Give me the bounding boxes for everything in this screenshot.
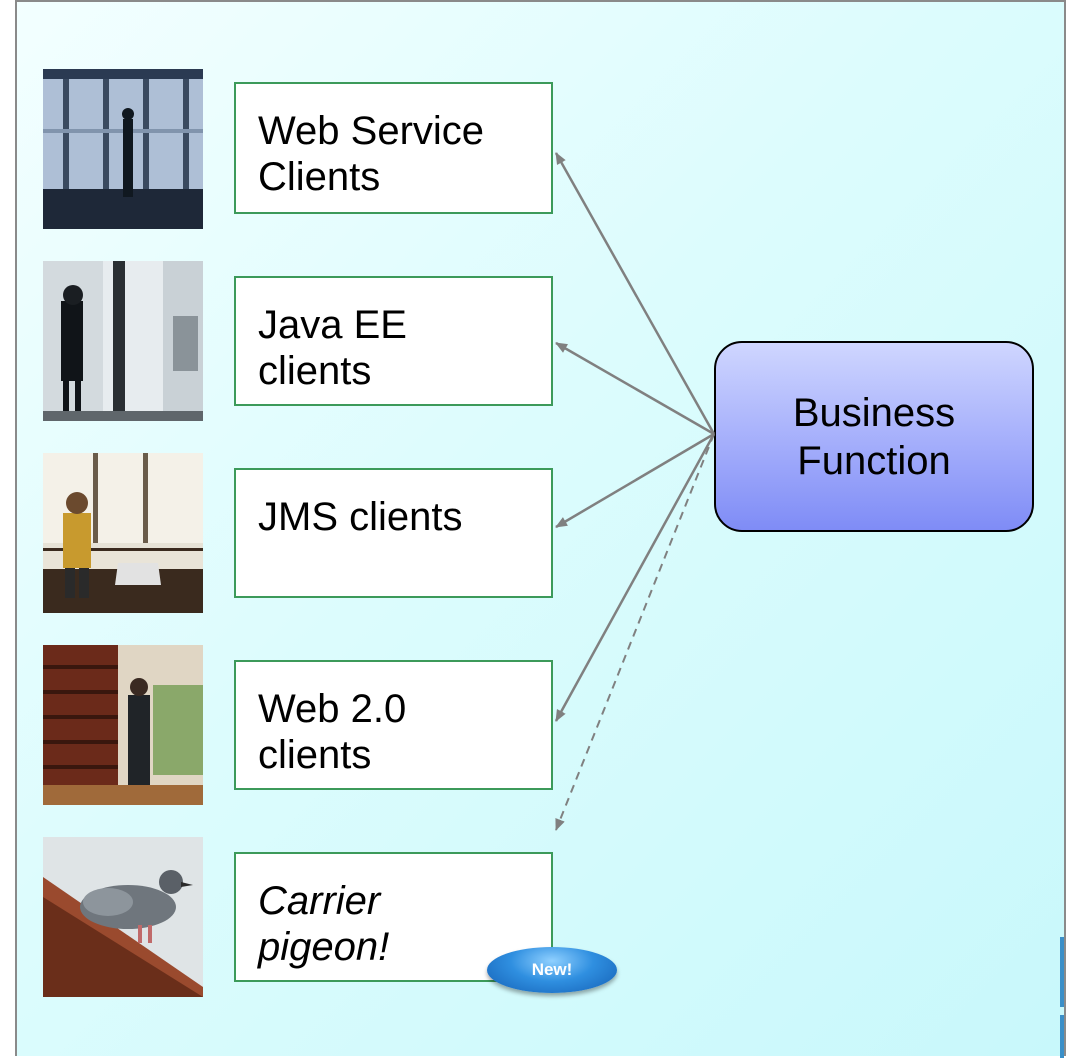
- library-photo: [43, 645, 203, 805]
- business-function-box: Business Function: [714, 341, 1034, 532]
- client-label-line1: Java EE: [258, 303, 407, 347]
- business-label-line2: Function: [797, 438, 951, 483]
- edge-mark: [1060, 1015, 1064, 1058]
- pigeon-photo: [43, 837, 203, 997]
- man-at-window-photo: [43, 453, 203, 613]
- client-label-line2: clients: [258, 349, 372, 393]
- edge-marks: [1060, 937, 1064, 1058]
- businesswoman-photo: [43, 261, 203, 421]
- web-2-clients-box: Web 2.0 clients: [234, 660, 553, 790]
- web-service-clients-box: Web Service Clients: [234, 82, 553, 214]
- jms-clients-box: JMS clients: [234, 468, 553, 598]
- office-window-photo: [43, 69, 203, 229]
- java-ee-clients-box: Java EE clients: [234, 276, 553, 406]
- client-label-line2: clients: [258, 733, 372, 777]
- client-label-line1: Carrier: [258, 879, 381, 923]
- client-label-line1: Web Service: [258, 109, 485, 153]
- client-label-line2: pigeon!: [258, 925, 390, 969]
- client-label-line2: Clients: [258, 155, 381, 199]
- new-badge: New!: [487, 947, 617, 993]
- client-label-line1: Web 2.0: [258, 687, 407, 731]
- business-label-line1: Business: [792, 390, 956, 435]
- client-label-line1: JMS clients: [258, 495, 463, 539]
- edge-mark: [1060, 937, 1064, 1007]
